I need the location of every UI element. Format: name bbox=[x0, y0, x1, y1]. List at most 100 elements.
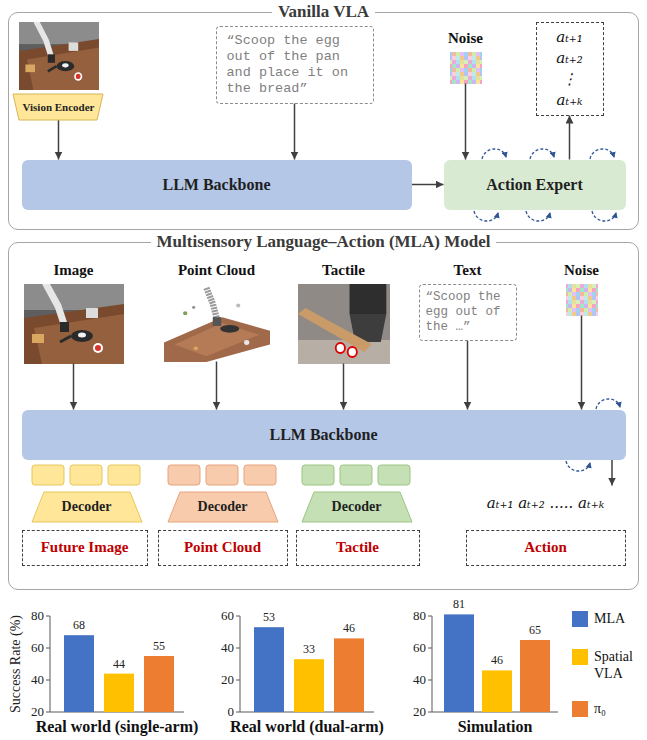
decoder-block: Decoder bbox=[302, 492, 412, 522]
bar bbox=[520, 640, 550, 712]
input-label: Tactile bbox=[296, 260, 392, 280]
legend-label: π₀ bbox=[594, 700, 640, 717]
point-cloud-image bbox=[164, 288, 270, 362]
tick-label: 80 bbox=[31, 608, 44, 624]
output-box: Point Cloud bbox=[158, 530, 288, 566]
bar bbox=[144, 656, 174, 712]
point-cloud-input: Point Cloud bbox=[162, 260, 272, 362]
noise-input: Noise bbox=[440, 28, 492, 84]
tactile-photo bbox=[298, 284, 390, 364]
backbone-box: LLM Backbone bbox=[22, 410, 626, 460]
value-label: 33 bbox=[303, 642, 315, 657]
panel-title: Multisensory Language–Action (MLA) Model bbox=[151, 232, 497, 252]
robot-photo bbox=[19, 22, 99, 90]
legend-entry: π₀ bbox=[572, 700, 640, 717]
value-label: 46 bbox=[491, 653, 503, 668]
picture-slot bbox=[162, 280, 272, 362]
picture-slot bbox=[440, 48, 492, 84]
tick-label: 80 bbox=[413, 608, 426, 624]
decoder-label: Decoder bbox=[62, 499, 112, 515]
connector bbox=[581, 316, 583, 410]
token-squares bbox=[32, 465, 410, 485]
action-chunk: aₜ₊₁aₜ₊₂⋮aₜ₊ₖ bbox=[536, 22, 604, 116]
backbone-label: LLM Backbone bbox=[269, 426, 377, 444]
chart-title: Real world (single-arm) bbox=[36, 718, 199, 736]
text-box: “Scoop the egg out of the …” bbox=[419, 284, 517, 341]
picture-slot bbox=[556, 280, 608, 316]
panel: Multisensory Language–Action (MLA) Model… bbox=[8, 242, 639, 590]
backbone-label: LLM Backbone bbox=[162, 176, 270, 194]
tick-label: 40 bbox=[221, 640, 234, 656]
encoder-block: Vision Encoder bbox=[13, 94, 103, 120]
value-label: 46 bbox=[343, 621, 355, 636]
noise-image bbox=[450, 52, 482, 84]
encoder-label: Vision Encoder bbox=[22, 101, 94, 113]
noise-input: Noise bbox=[556, 260, 608, 316]
legend-entry: Spatial VLA bbox=[572, 648, 640, 682]
decoder-label: Decoder bbox=[332, 499, 382, 515]
instruction-text: “Scoop the egg out of the …” bbox=[426, 290, 510, 335]
decoder-block: Decoder bbox=[32, 492, 142, 522]
panel-title: Vanilla VLA bbox=[272, 2, 375, 22]
value-label: 53 bbox=[263, 610, 275, 625]
expert-label: Action Expert bbox=[486, 176, 582, 194]
chart-title: Real world (dual-arm) bbox=[230, 718, 384, 736]
chart-axes bbox=[46, 616, 558, 712]
action-token: aₜ₊ₖ bbox=[537, 90, 603, 111]
tick-label: 60 bbox=[221, 608, 234, 624]
instruction-text: “Scoop the egg out of the pan and place … bbox=[227, 33, 363, 97]
connector bbox=[216, 362, 218, 410]
robot-photo bbox=[24, 284, 124, 364]
legend-swatch bbox=[572, 649, 588, 665]
action-token: aₜ₊₂ bbox=[537, 48, 603, 69]
action-token: aₜ₊₁ bbox=[537, 27, 603, 48]
bar bbox=[334, 638, 364, 712]
output-box: Tactile bbox=[296, 530, 420, 566]
tick-label: 20 bbox=[413, 704, 426, 720]
tick-label: 60 bbox=[31, 640, 44, 656]
bar bbox=[104, 674, 134, 712]
action-output: aₜ₊₁ aₜ₊₂ ..... aₜ₊ₖAction bbox=[466, 486, 626, 566]
connector bbox=[467, 341, 469, 410]
legend-label: MLA bbox=[594, 610, 640, 627]
connector bbox=[73, 364, 75, 410]
tick-label: 20 bbox=[221, 672, 234, 688]
output-label: Future Image bbox=[41, 539, 129, 556]
value-label: 81 bbox=[453, 597, 465, 612]
noise-image bbox=[566, 284, 598, 316]
connector bbox=[58, 120, 60, 160]
tick-label: 20 bbox=[31, 704, 44, 720]
connector bbox=[611, 460, 613, 486]
output-box: Future Image bbox=[22, 530, 148, 566]
action-sequence: aₜ₊₁ aₜ₊₂ ..... aₜ₊ₖ bbox=[466, 486, 626, 530]
bar bbox=[444, 614, 474, 712]
tick-label: 40 bbox=[31, 672, 44, 688]
chart-title: Simulation bbox=[458, 718, 533, 736]
backbone-box: LLM Backbone bbox=[22, 160, 412, 210]
tick-label: 60 bbox=[413, 640, 426, 656]
input-label: Image bbox=[24, 260, 124, 280]
picture-slot bbox=[296, 280, 392, 364]
action-token: ⋮ bbox=[537, 69, 603, 90]
input-label: Point Cloud bbox=[162, 260, 272, 280]
value-label: 44 bbox=[113, 657, 125, 672]
panel: Vanilla VLAVision Encoder“Scoop the egg … bbox=[8, 12, 639, 230]
bar bbox=[64, 635, 94, 712]
input-label: Noise bbox=[556, 260, 608, 280]
output-label: Tactile bbox=[336, 539, 379, 556]
picture-slot bbox=[24, 280, 124, 364]
axis-title: Success Rate (%) bbox=[8, 615, 24, 713]
text-input: Text “Scoop the egg out of the …” bbox=[419, 260, 517, 341]
connector bbox=[412, 184, 444, 186]
legend-swatch bbox=[572, 611, 588, 627]
tick-label: 40 bbox=[413, 672, 426, 688]
tactile-input: Tactile bbox=[296, 260, 392, 364]
output-box: Action bbox=[466, 530, 626, 566]
input-label: Text bbox=[419, 260, 517, 280]
value-label: 68 bbox=[73, 618, 85, 633]
input-label: Noise bbox=[440, 28, 492, 48]
connector bbox=[294, 104, 296, 160]
decoder-label: Decoder bbox=[198, 499, 248, 515]
connector bbox=[465, 84, 467, 160]
connector bbox=[343, 364, 345, 410]
